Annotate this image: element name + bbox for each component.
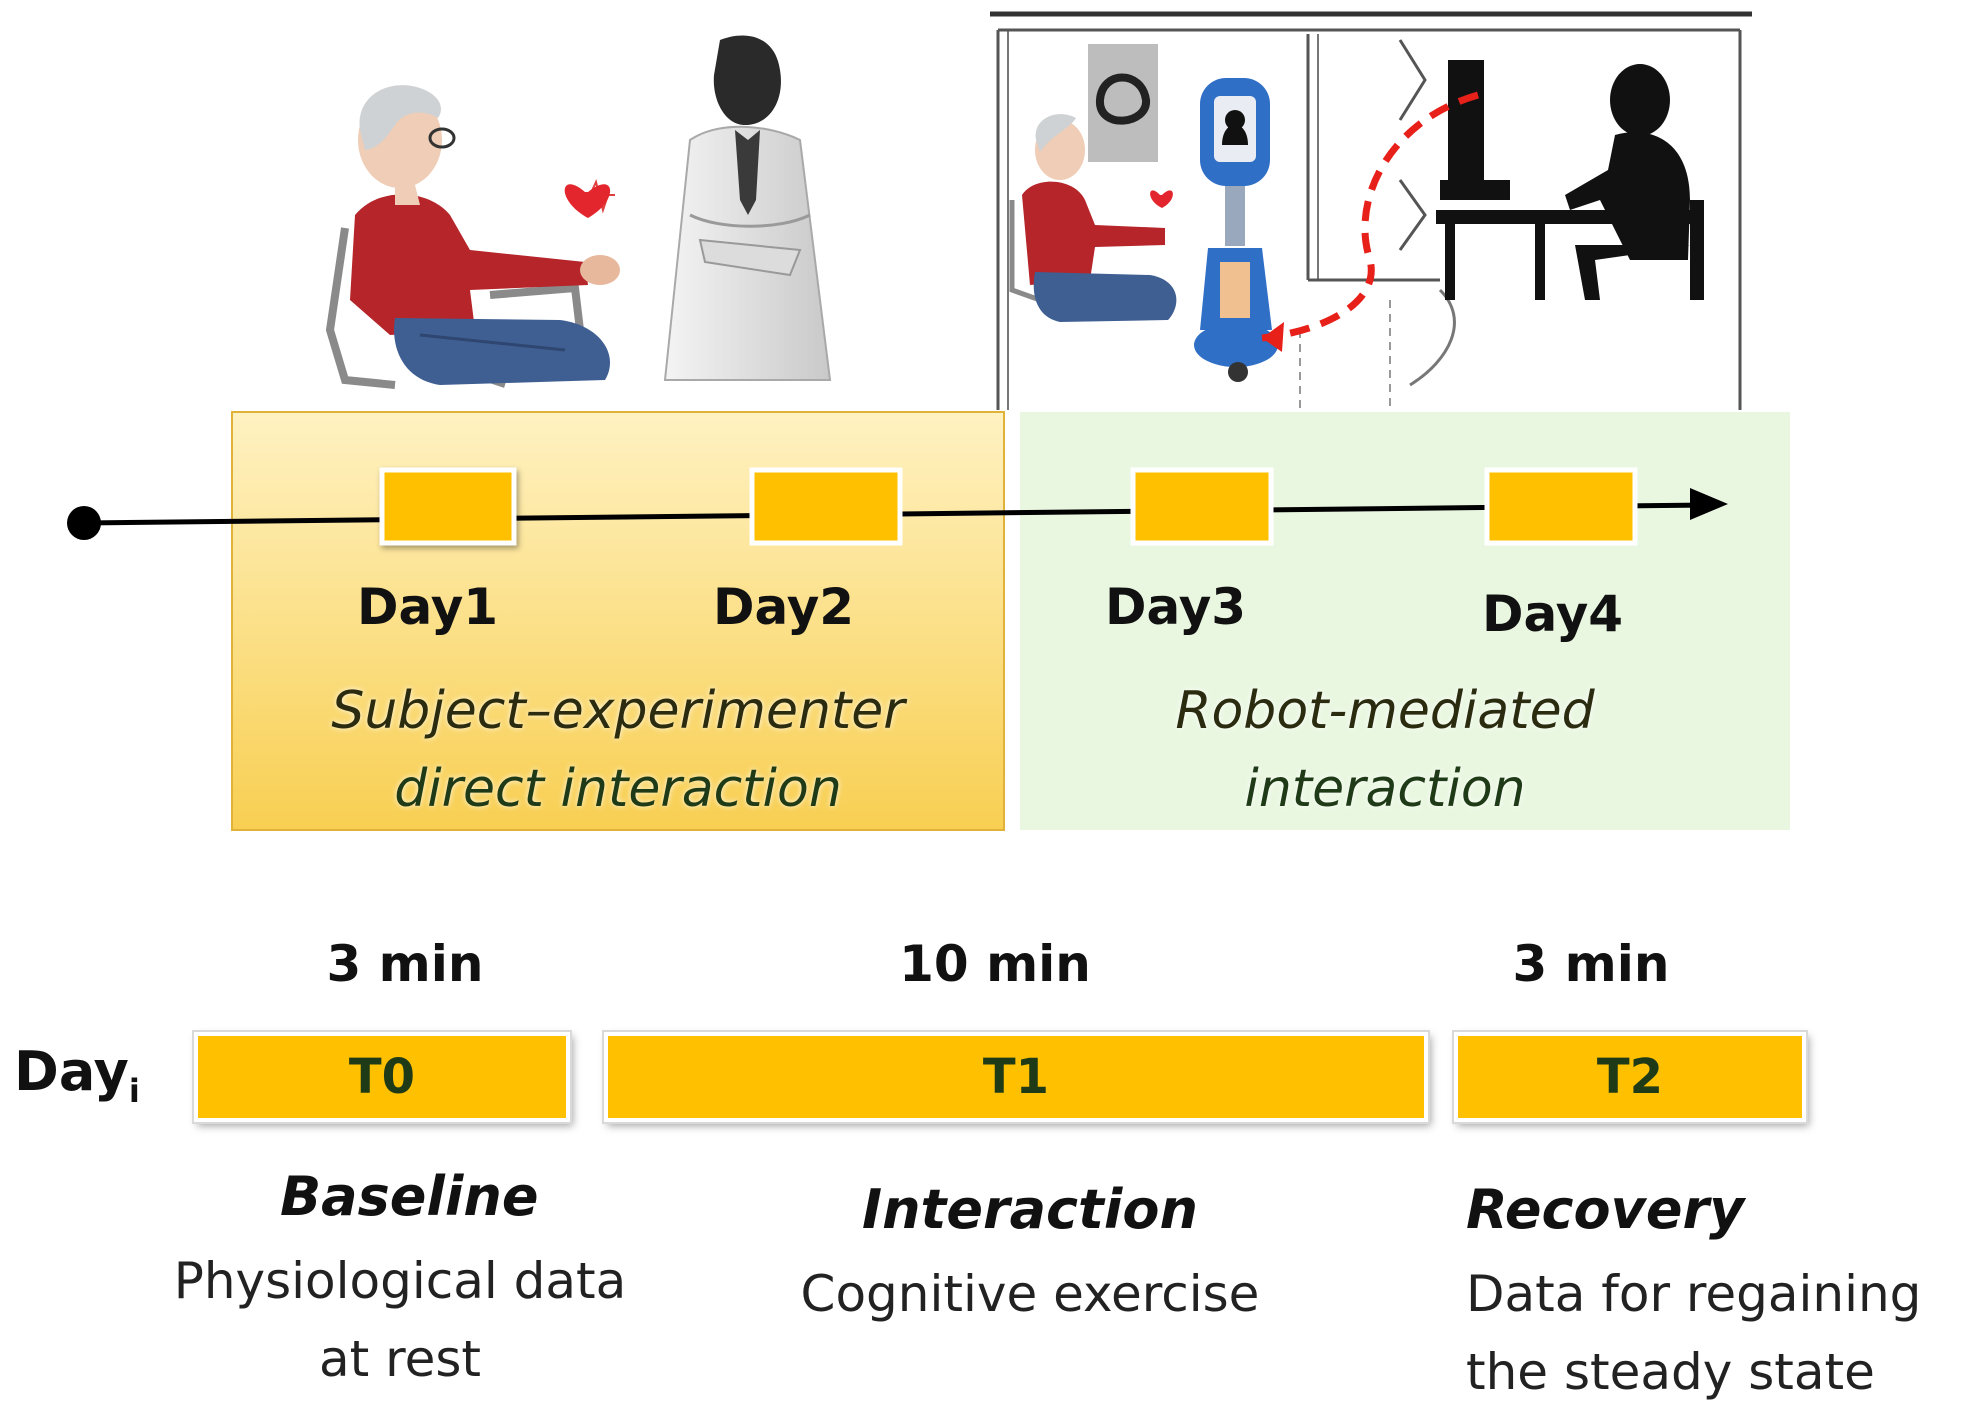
elderly-subject-icon: [325, 85, 620, 389]
t0-description: Physiological data at rest: [150, 1242, 650, 1398]
t0-title: Baseline: [280, 1165, 539, 1228]
t1-title: Interaction: [862, 1178, 1198, 1241]
day2-label: Day2: [713, 578, 855, 636]
t2-title: Recovery: [1466, 1178, 1745, 1241]
phase2-line2: interaction: [1244, 759, 1526, 819]
day4-marker: [1484, 467, 1638, 546]
remote-operator-icon: [1436, 60, 1704, 300]
day4-label: Day4: [1482, 585, 1624, 643]
t2-code: T2: [1596, 1049, 1664, 1105]
day3-marker: [1130, 467, 1274, 546]
day1-label: Day1: [357, 578, 499, 636]
day-markers: [379, 467, 1638, 546]
t0-segment: T0: [194, 1032, 570, 1122]
day1-marker: [379, 467, 517, 546]
t1-description: Cognitive exercise: [760, 1255, 1300, 1333]
t1-code: T1: [982, 1049, 1050, 1105]
t2-desc-line2: the steady state: [1466, 1343, 1875, 1401]
floor-plan-icon: [990, 11, 1752, 410]
heart-icon: [564, 179, 615, 218]
session-row-label-sub: i: [128, 1071, 140, 1110]
t1-segment: T1: [604, 1032, 1428, 1122]
t0-desc-line1: Physiological data: [173, 1252, 627, 1310]
day3-label: Day3: [1105, 578, 1247, 636]
t2-segment: T2: [1454, 1032, 1806, 1122]
session-row-label: Dayi: [14, 1040, 140, 1110]
phase2-line1: Robot-mediated: [1175, 681, 1595, 741]
timeline-arrow-icon: [1690, 488, 1728, 520]
phase2-title: Robot-mediated interaction: [1000, 672, 1770, 828]
telepresence-robot-icon: [1194, 78, 1278, 382]
phase1-line2: direct interaction: [394, 759, 842, 819]
t0-desc-line2: at rest: [318, 1330, 481, 1388]
link-arrow-icon: [1262, 322, 1284, 352]
session-row-label-text: Day: [14, 1040, 129, 1103]
t2-desc-line1: Data for regaining: [1466, 1265, 1922, 1323]
t0-code: T0: [348, 1049, 416, 1105]
t1-desc-line1: Cognitive exercise: [800, 1265, 1260, 1323]
phase1-title: Subject–experimenter direct interaction: [232, 672, 1004, 828]
t1-duration: 10 min: [899, 935, 1091, 993]
wearable-band-icon: [1088, 44, 1158, 162]
t2-description: Data for regaining the steady state: [1466, 1255, 1956, 1411]
seated-subject-small-icon: [1009, 114, 1177, 322]
remote-control-link: [1261, 91, 1479, 342]
day2-marker: [749, 467, 903, 546]
t2-duration: 3 min: [1512, 935, 1670, 993]
phase1-line1: Subject–experimenter: [331, 681, 905, 741]
t0-duration: 3 min: [326, 935, 484, 993]
experimenter-icon: [663, 35, 832, 381]
